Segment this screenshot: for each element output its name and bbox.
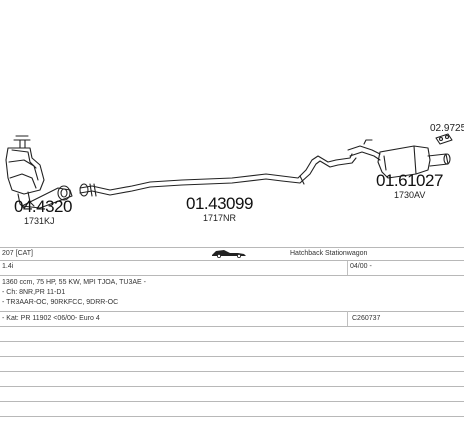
table-row: - Ch: 8NR,PR 11-D1 <box>0 287 464 299</box>
part-number: 01.43099 <box>186 194 253 213</box>
table-row: - TR3AAR-OC, 90RKFCC, 9DRR-OC <box>0 297 464 309</box>
exhaust-drawing <box>5 133 453 209</box>
part-number: 04.4320 <box>14 197 72 216</box>
catalyst-spec: - Kat: PR 11902 <06/00- Euro 4 <box>2 315 100 322</box>
variant-spec: - TR3AAR-OC, 90RKFCC, 9DRR-OC <box>2 299 119 306</box>
model-label: 207 [CAT] <box>2 250 33 257</box>
rubber-mount-icon <box>435 133 453 145</box>
engine-code: - Ch: 8NR,PR 11-D1 <box>2 289 66 296</box>
year-range: 04/00 - <box>350 263 372 270</box>
table-row: 1.4i 04/00 - <box>0 261 464 273</box>
catalytic-converter-icon <box>5 135 73 209</box>
part-code: 1730AV <box>394 190 426 200</box>
table-row: 1360 ccm, 75 HP, 55 KW, MPI TJOA, TU3AE … <box>0 277 464 289</box>
engine-label: 1.4i <box>2 263 14 270</box>
body-types: Hatchback Stationwagon <box>290 250 368 257</box>
part-code: 1717NR <box>203 213 237 223</box>
catalyst-code: C260737 <box>352 315 381 322</box>
part-code: 1731KJ <box>24 216 55 226</box>
table-row: 207 [CAT] Hatchback Stationwagon <box>0 248 464 260</box>
power-spec: 1360 ccm, 75 HP, 55 KW, MPI TJOA, TU3AE … <box>2 279 146 286</box>
rear-silencer-icon <box>347 139 451 179</box>
part-number: 02.9725 <box>430 123 464 134</box>
middle-pipe-icon <box>79 153 357 197</box>
table-row: - Kat: PR 11902 <06/00- Euro 4 C260737 <box>0 313 464 325</box>
part-number: 01.61027 <box>376 171 443 190</box>
car-icon <box>210 248 250 260</box>
